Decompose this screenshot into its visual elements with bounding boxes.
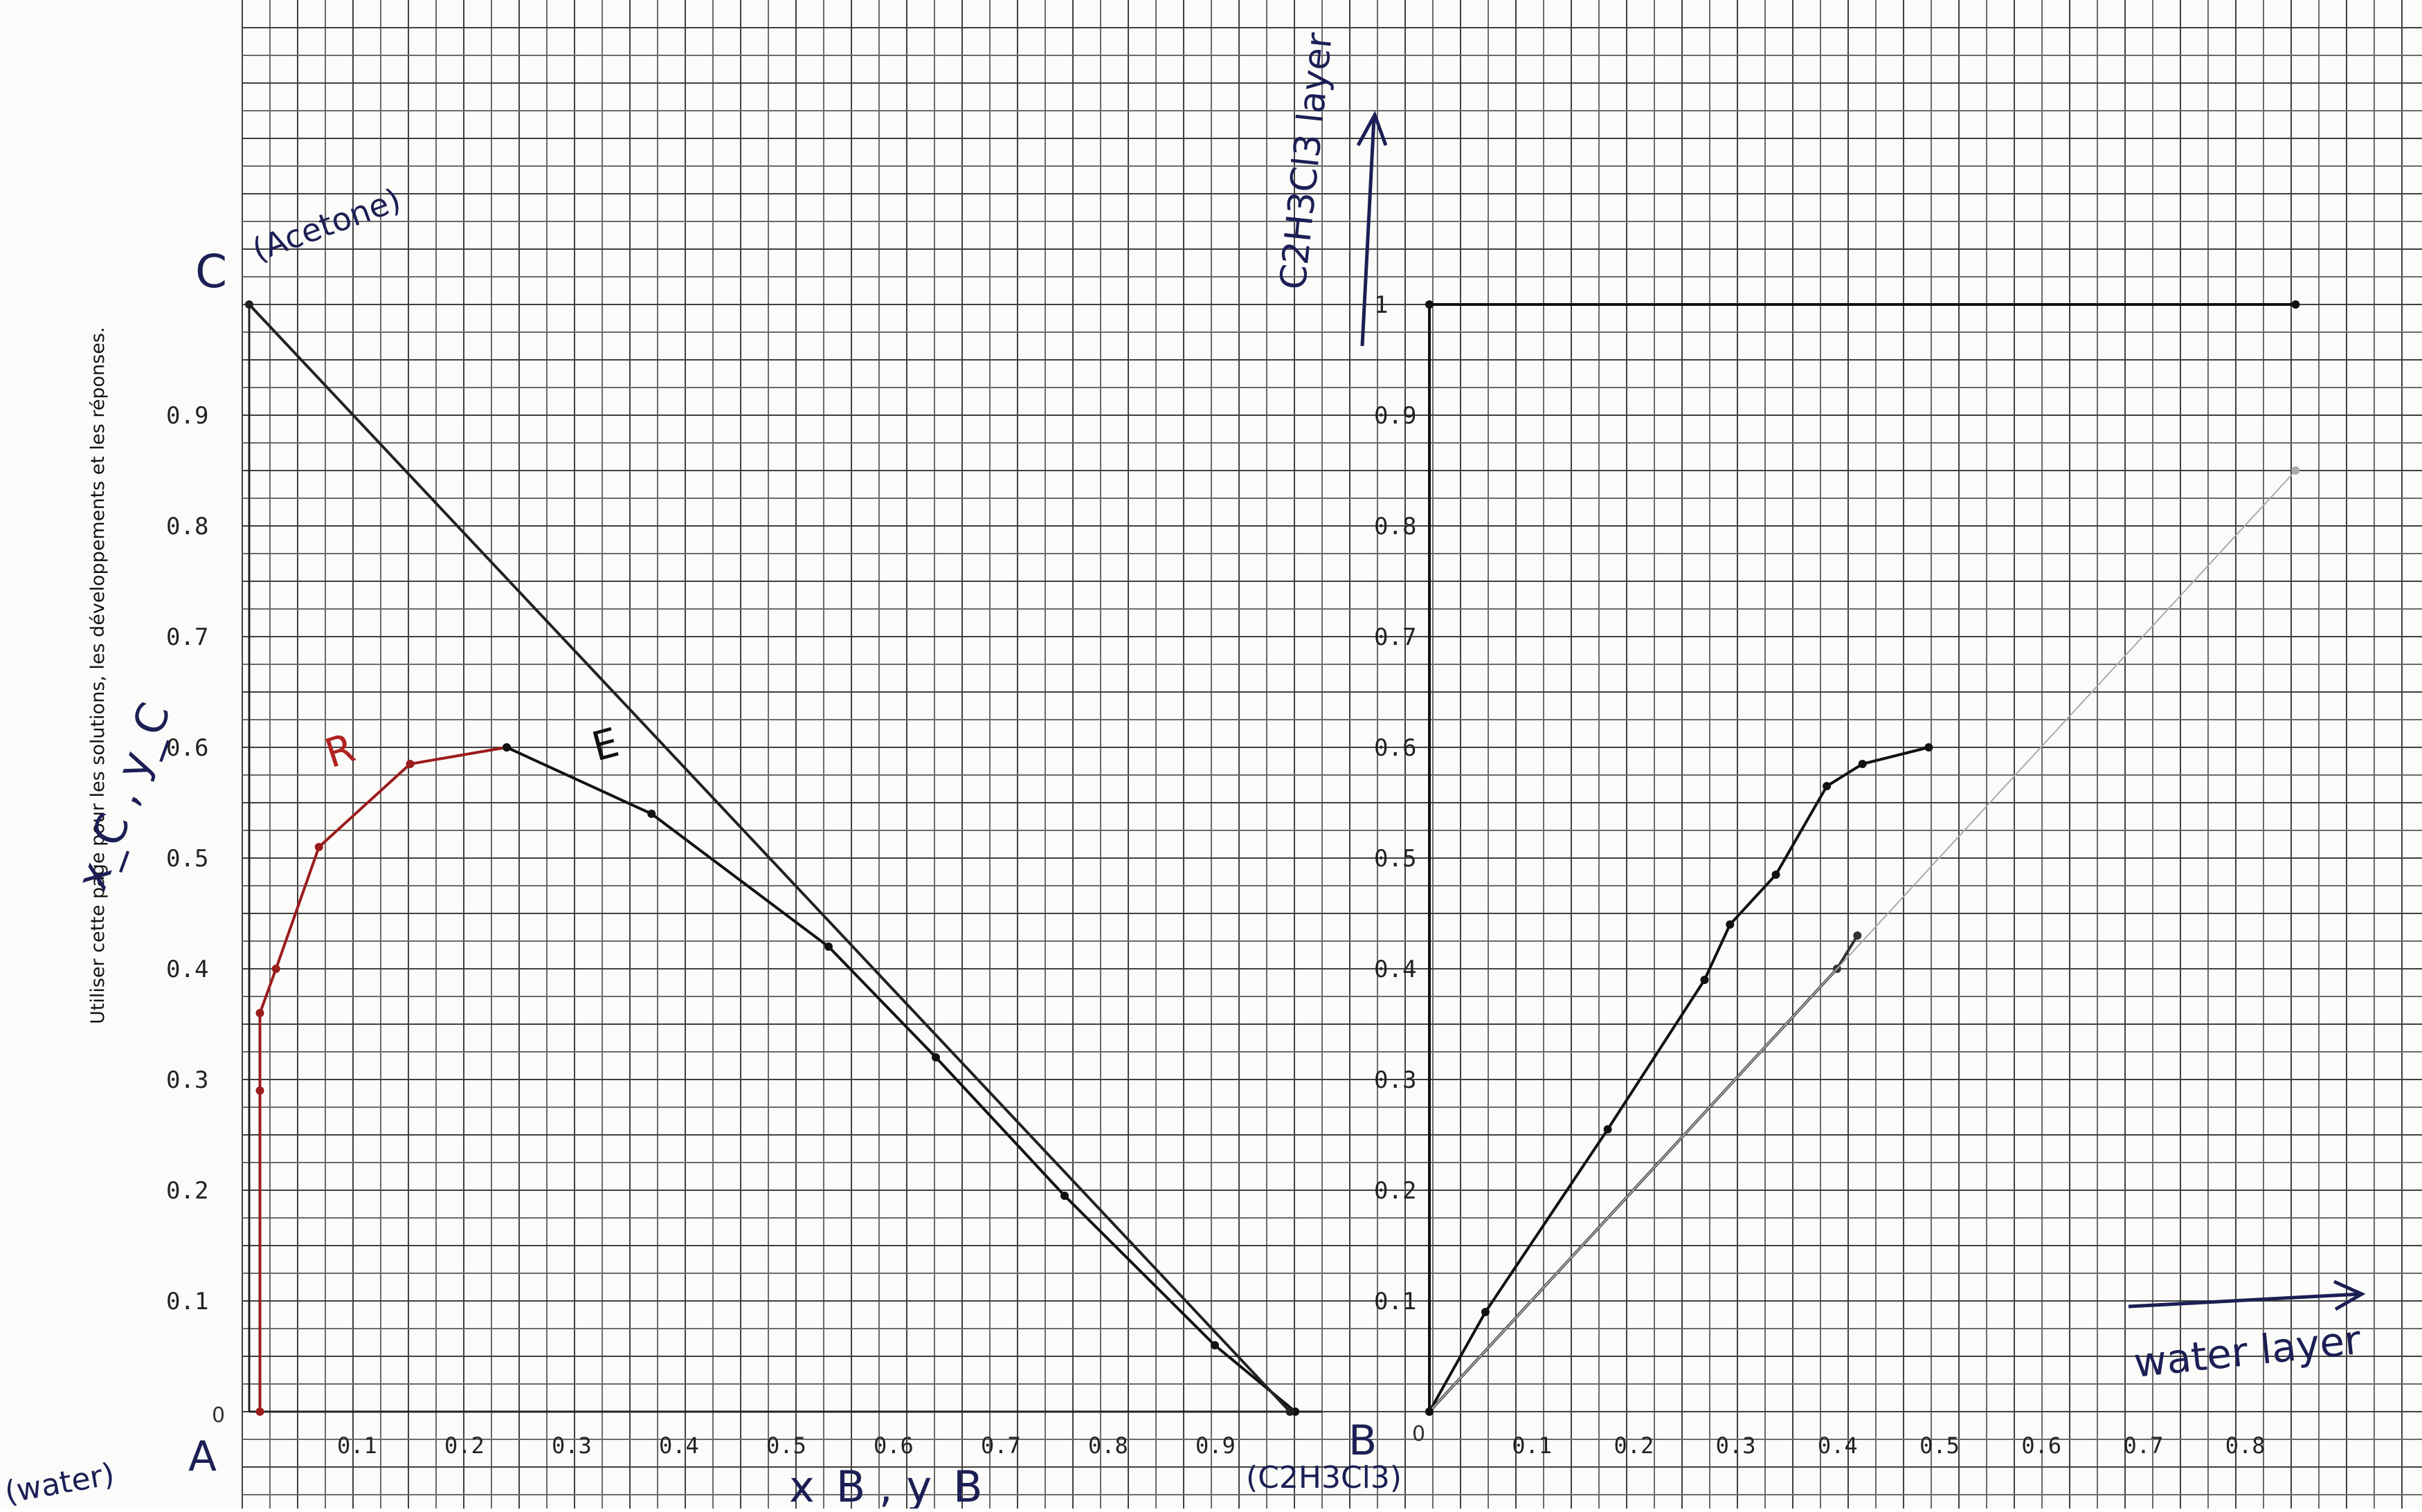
- y-tick-label: 0.8: [166, 513, 208, 540]
- series-label-e: E: [587, 718, 624, 770]
- data-point-0-0-1: [255, 1086, 264, 1095]
- right-y-axis-title: C2H3Cl3 layer: [1272, 30, 1341, 291]
- y-tick-label: 0.6: [166, 734, 208, 762]
- y-tick-label: 0.5: [166, 845, 208, 873]
- data-point-0-1-4: [1060, 1192, 1069, 1200]
- y-tick-label: 0.4: [1374, 956, 1416, 983]
- data-point-0-1-2: [824, 942, 833, 951]
- vertex-c-label: C: [195, 245, 227, 298]
- right-y-arrowhead: [1356, 110, 1388, 147]
- data-point-1-3-1: [1425, 300, 1434, 309]
- right-y-tick-labels: 0.1 0.2 0.3 0.4 0.5 0.6 0.7 0.8 0.9 1: [1374, 291, 1416, 1315]
- right-series-lines: [1425, 300, 2300, 1416]
- data-point-0-0-5: [406, 760, 415, 768]
- data-point-0-1-1: [647, 810, 656, 818]
- left-origin-label: 0: [212, 1403, 225, 1428]
- data-point-1-0-4: [1726, 920, 1735, 929]
- x-tick-label: 0.2: [444, 1432, 485, 1459]
- x-tick-label: 0.8: [2225, 1432, 2266, 1459]
- data-point-1-0-7: [1858, 760, 1867, 768]
- right-x-tick-labels: 0.1 0.2 0.3 0.4 0.5 0.6 0.7 0.8: [1512, 1432, 2265, 1459]
- data-point-0-0-4: [314, 843, 323, 851]
- x-tick-label: 0.7: [2124, 1432, 2164, 1459]
- data-point-0-0-2: [255, 1009, 264, 1017]
- data-point-1-0-1: [1481, 1308, 1490, 1316]
- data-point-1-1-2: [1853, 931, 1862, 940]
- vertex-a-note: (water): [2, 1457, 117, 1509]
- data-point-1-0-3: [1700, 976, 1709, 984]
- y-tick-label: 0.1: [166, 1288, 208, 1315]
- data-point-1-2-1: [2291, 466, 2300, 475]
- right-x-axis-arrow: [2128, 1292, 2361, 1309]
- data-point-0-1-0: [503, 743, 511, 752]
- x-tick-label: 0.9: [1195, 1432, 1236, 1459]
- x-tick-label: 0.4: [659, 1432, 699, 1459]
- data-point-0-1-3: [932, 1053, 940, 1062]
- grid-lines: [242, 0, 2422, 1509]
- x-tick-label: 0.8: [1088, 1432, 1128, 1459]
- data-point-0-0-3: [271, 965, 280, 973]
- data-point-1-0-2: [1603, 1125, 1612, 1133]
- series-line-0-2: [248, 303, 1291, 1413]
- y-tick-label: 0.7: [1374, 623, 1416, 651]
- y-tick-label: 0.3: [166, 1066, 208, 1094]
- left-series-lines: [245, 300, 1300, 1416]
- y-tick-label: 0.2: [1374, 1177, 1416, 1205]
- x-tick-label: 0.5: [1919, 1432, 1960, 1459]
- x-tick-label: 0.7: [981, 1432, 1021, 1459]
- data-point-1-3-2: [2291, 300, 2300, 309]
- x-tick-label: 0.3: [1716, 1432, 1756, 1459]
- x-tick-label: 0.4: [1818, 1432, 1858, 1459]
- x-tick-label: 0.6: [2021, 1432, 2061, 1459]
- data-point-1-3-0: [1425, 1408, 1434, 1416]
- margin-note: Utiliser cette page pour les solutions, …: [87, 327, 109, 1024]
- data-point-0-2-1: [1285, 1408, 1294, 1416]
- left-x-axis-title: x_B , y_B: [789, 1461, 983, 1509]
- data-point-1-0-8: [1924, 743, 1933, 752]
- x-tick-label: 0.5: [766, 1432, 806, 1459]
- y-tick-label: 0.2: [166, 1177, 208, 1205]
- vertex-b-note: (C2H3Cl3): [1246, 1460, 1402, 1495]
- right-x-arrowhead: [2333, 1279, 2366, 1311]
- y-tick-label: 0.3: [1374, 1066, 1416, 1094]
- y-tick-label: 0.9: [1374, 402, 1416, 430]
- left-y-tick-labels: 0.1 0.2 0.3 0.4 0.5 0.6 0.7 0.8 0.9: [166, 402, 208, 1315]
- data-point-0-1-5: [1211, 1341, 1219, 1349]
- y-tick-label: 0.7: [166, 623, 208, 651]
- x-tick-label: 0.3: [552, 1432, 592, 1459]
- y-tick-label: 0.9: [166, 402, 208, 430]
- right-x-axis-title: water layer: [2131, 1316, 2363, 1387]
- left-axes: [248, 304, 1322, 1413]
- y-tick-label: 0.5: [1374, 845, 1416, 873]
- ternary-right-triangle-chart: 0.1 0.2 0.3 0.4 0.5 0.6 0.7 0.8 0.9 0.1 0.2 0.3 0.4…: [2, 181, 1402, 1512]
- left-y-axis-title: x_C , y_C: [66, 696, 180, 896]
- x-tick-label: 0.6: [874, 1432, 914, 1459]
- y-tick-label: 0.6: [1374, 734, 1416, 762]
- vertex-b-label: B: [1348, 1417, 1377, 1465]
- y-tick-label: 1: [1374, 291, 1388, 319]
- data-point-0-2-0: [245, 300, 253, 309]
- data-point-1-0-5: [1771, 871, 1780, 879]
- x-tick-label: 0.1: [337, 1432, 377, 1459]
- vertex-a-label: A: [188, 1432, 217, 1481]
- x-tick-label: 0.1: [1512, 1432, 1552, 1459]
- y-tick-label: 0.4: [166, 956, 208, 983]
- right-origin-label: 0: [1412, 1422, 1425, 1446]
- x-tick-label: 0.2: [1614, 1432, 1654, 1459]
- data-point-0-0-0: [255, 1408, 264, 1416]
- data-point-1-0-6: [1823, 782, 1832, 790]
- y-tick-label: 0.8: [1374, 513, 1416, 540]
- left-x-tick-labels: 0.1 0.2 0.3 0.4 0.5 0.6 0.7 0.8 0.9: [337, 1432, 1236, 1459]
- series-line-1-2: [1429, 470, 2297, 1412]
- y-tick-label: 0.1: [1374, 1288, 1416, 1315]
- right-y-axis-arrow: [1360, 117, 1376, 347]
